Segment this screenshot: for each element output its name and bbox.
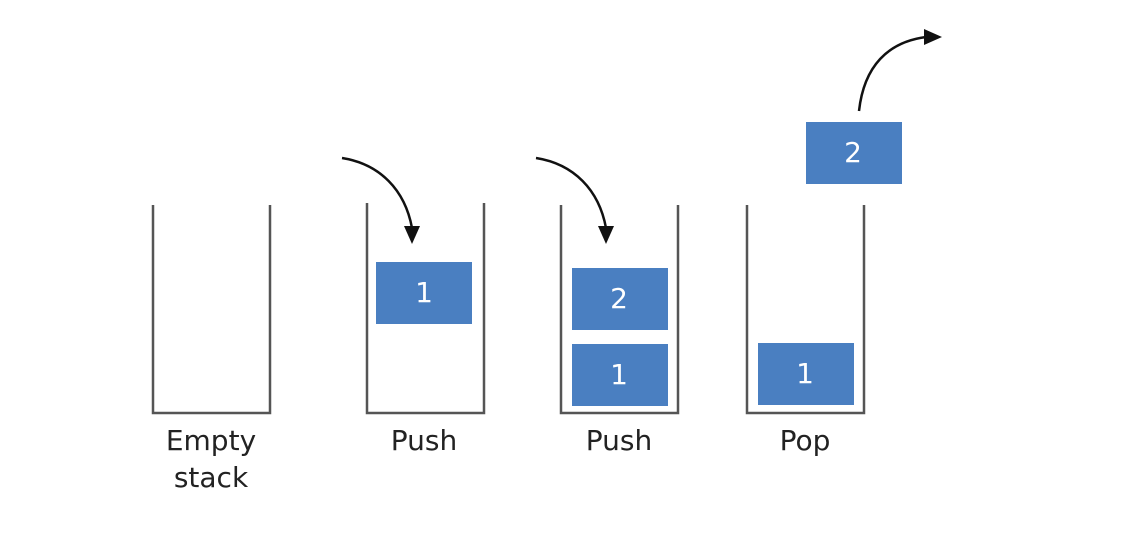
stack-container-push-1 [365,203,486,415]
push-arrow-icon [341,156,414,229]
stack-block-label: 1 [415,276,433,309]
pop-arrowhead-icon [924,29,942,45]
stack-caption-empty-line2: stack [174,461,249,494]
stack-container-push-2 [559,205,680,415]
stack-caption-empty-line1: Empty [166,424,256,457]
stack-caption-pop: Pop [780,424,831,457]
stack-block-bottom [572,344,668,406]
stack-caption-push-1: Push [391,424,457,457]
stack-pop: 1 2 Pop [745,29,942,457]
push-arrow-icon [535,156,608,229]
stack-block [758,343,854,405]
stack-block [376,262,472,324]
push-arrowhead-icon [404,226,420,244]
stack-container-empty [151,205,272,415]
stack-caption-push-2: Push [586,424,652,457]
stack-container-pop [745,205,866,415]
stack-push-1: 1 Push [341,156,486,457]
stack-block-top [572,268,668,330]
stack-empty: Empty stack [151,205,272,494]
stack-push-2: 2 1 Push [535,156,680,457]
stack-block-label: 1 [796,357,814,390]
pop-arrow-icon [857,35,927,112]
push-arrowhead-icon [598,226,614,244]
stack-block-bottom-label: 1 [610,358,628,391]
popped-block [806,122,902,184]
popped-block-label: 2 [844,136,862,169]
stack-block-top-label: 2 [610,282,628,315]
